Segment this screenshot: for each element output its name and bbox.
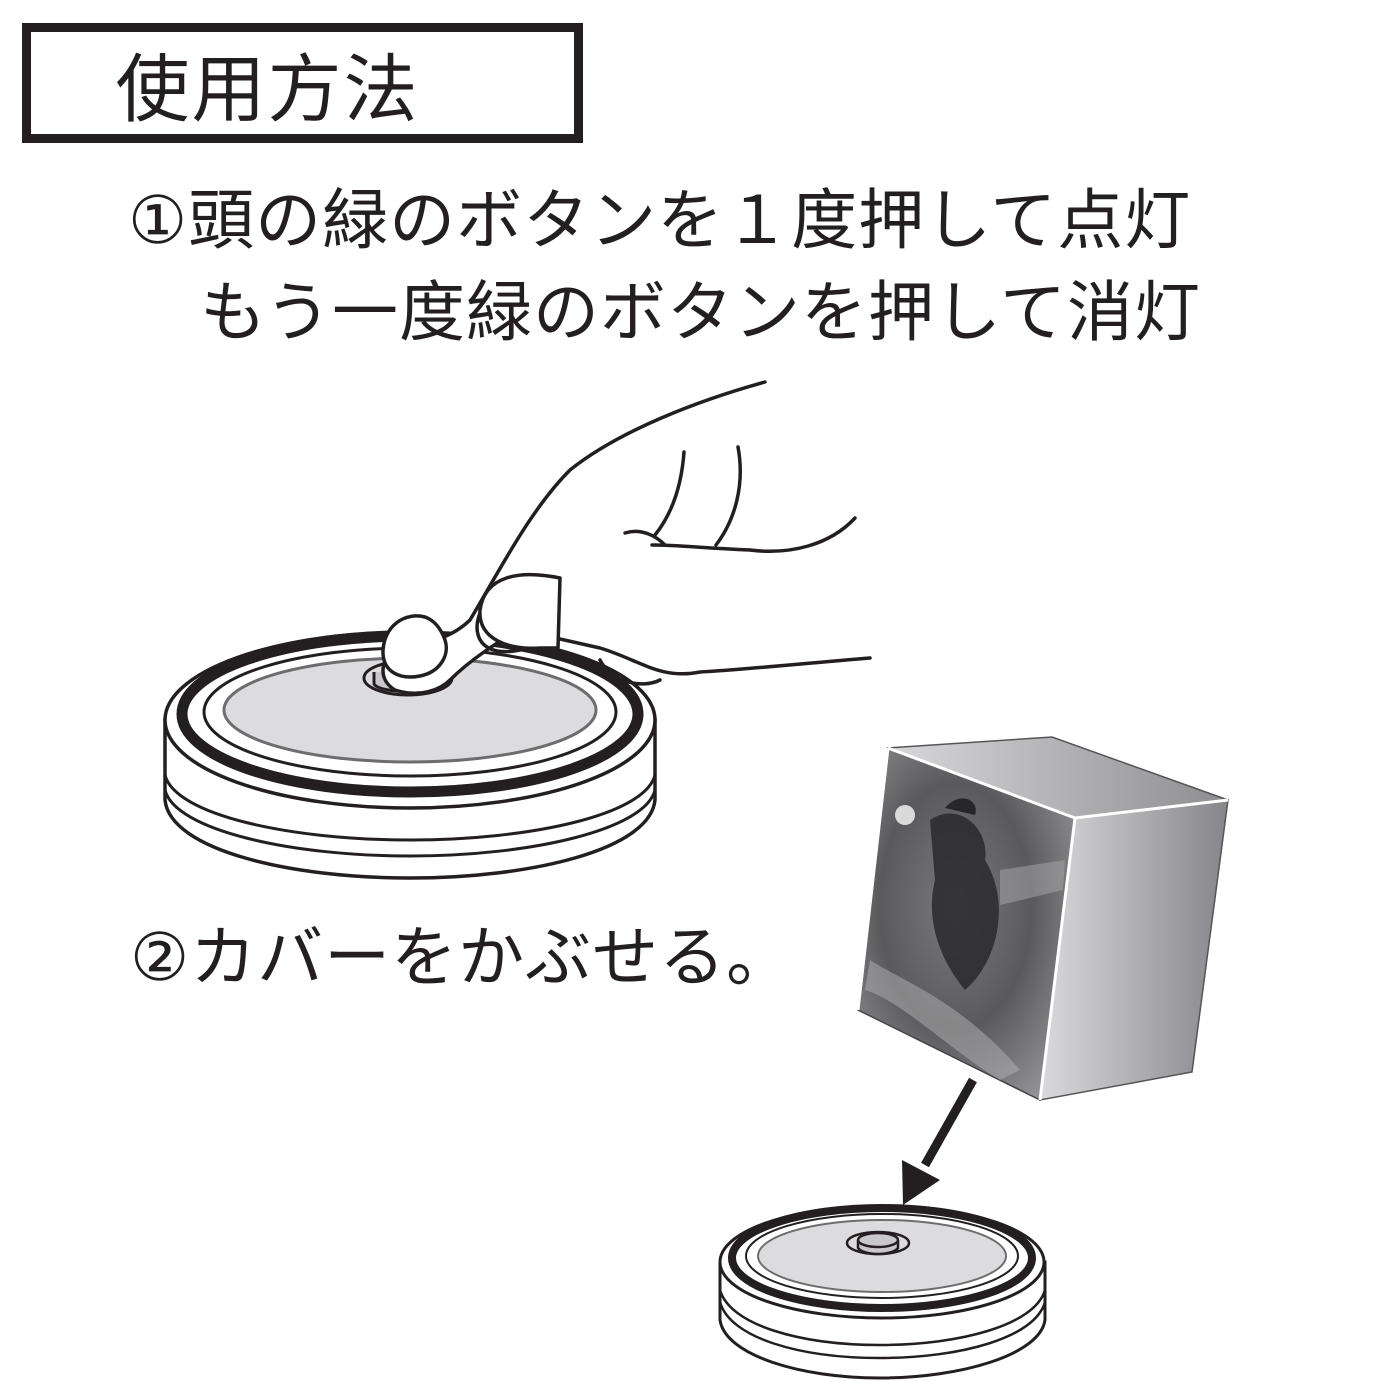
cube-cover — [856, 736, 1229, 1102]
artwork-figure — [865, 798, 1065, 1080]
page-title: 使用方法 — [115, 46, 420, 133]
step-1-line-2: もう一度緑のボタンを押して消灯 — [200, 274, 1202, 351]
step-2-line-1: ②カバーをかぶせる。 — [130, 919, 794, 996]
power-button-small — [845, 1230, 911, 1256]
title-box: 使用方法 — [22, 23, 583, 143]
light-base-small — [718, 1204, 1047, 1380]
step-1-line-1: ①頭の緑のボタンを１度押して点灯 — [128, 182, 1192, 259]
light-base-large — [163, 630, 657, 880]
hand-icon — [381, 380, 872, 695]
arrow-down-left-icon — [902, 1077, 977, 1205]
